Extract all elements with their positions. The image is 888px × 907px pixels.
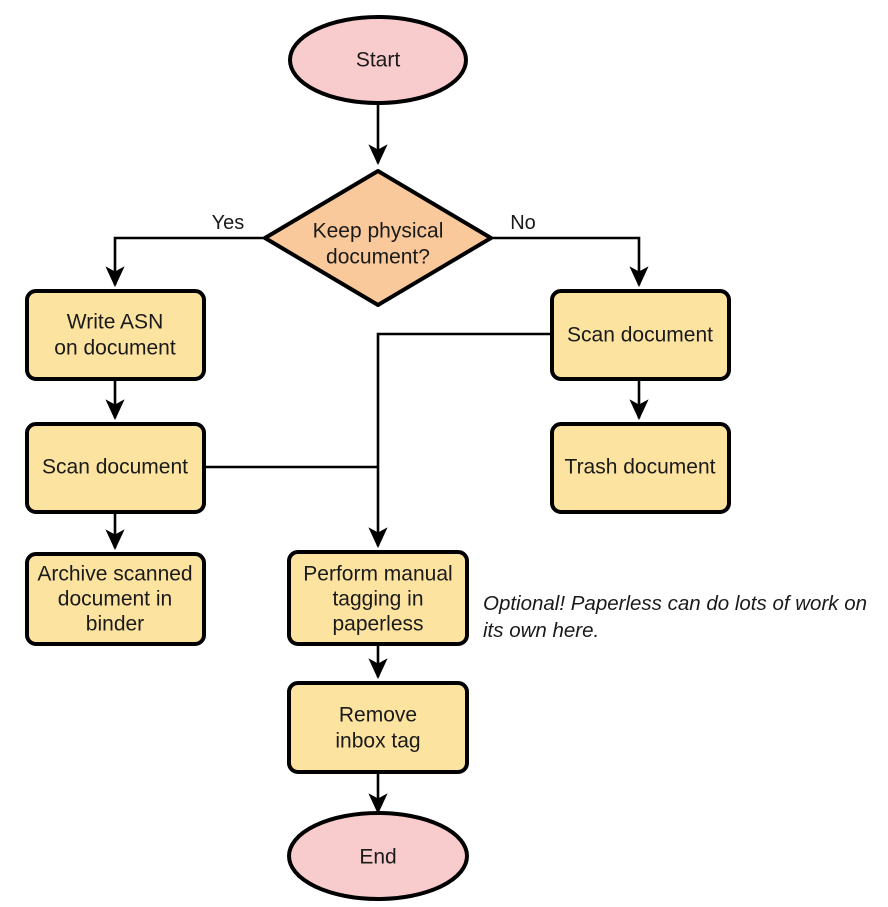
scan-document-right-box-shape <box>550 289 731 381</box>
trash-document-box-shape <box>550 422 731 514</box>
end-label: End <box>359 846 396 869</box>
node-scan-document-right[interactable]: Scan document <box>550 289 731 381</box>
remove-inbox-label-line1: Remove <box>339 704 417 727</box>
start-label: Start <box>356 49 401 72</box>
write-asn-label-line1: Write ASN <box>67 311 163 334</box>
remove-inbox-box-shape <box>287 681 469 774</box>
write-asn-label-line2: on document <box>54 337 176 360</box>
node-end[interactable]: End <box>287 811 469 901</box>
scan-document-left-label: Scan document <box>42 456 188 479</box>
edge-label-no: No <box>510 212 536 234</box>
node-archive-scanned-document[interactable]: Archive scanned document in binder <box>25 552 206 646</box>
node-write-asn-on-document[interactable]: Write ASN on document <box>25 289 206 381</box>
node-scan-document-left[interactable]: Scan document <box>25 422 206 514</box>
decision-label-line1: Keep physical <box>313 220 444 243</box>
trash-document-label: Trash document <box>565 456 716 479</box>
node-trash-document[interactable]: Trash document <box>550 422 731 514</box>
start-ellipse-shape <box>288 15 468 105</box>
edge-decision-yes-to-write-asn <box>105 236 264 288</box>
node-remove-inbox-tag[interactable]: Remove inbox tag <box>287 681 469 774</box>
scan-document-right-label: Scan document <box>567 324 713 347</box>
remove-inbox-label-line2: inbox tag <box>335 730 420 753</box>
node-decision-keep-physical-document[interactable]: Keep physical document? <box>263 169 493 307</box>
note-optional-paperless: Optional! Paperless can do lots of work … <box>483 592 867 642</box>
archive-box-shape <box>25 552 206 646</box>
archive-label-line1: Archive scanned <box>37 563 192 586</box>
edge-label-yes: Yes <box>212 212 245 234</box>
decision-diamond-shape <box>263 169 493 307</box>
scan-document-left-box-shape <box>25 422 206 514</box>
archive-label-line2: document in <box>58 588 172 611</box>
note-optional-line1: Optional! Paperless can do lots of work … <box>483 592 867 615</box>
edge-decision-no-to-scan-right <box>491 236 649 288</box>
end-ellipse-shape <box>287 811 469 901</box>
manual-tagging-label-line1: Perform manual <box>303 563 452 586</box>
manual-tagging-box-shape <box>287 550 469 646</box>
manual-tagging-label-line2: tagging in <box>332 588 423 611</box>
manual-tagging-label-line3: paperless <box>332 613 423 636</box>
archive-label-line3: binder <box>86 613 144 636</box>
decision-label-line2: document? <box>326 246 430 269</box>
node-start[interactable]: Start <box>288 15 468 105</box>
write-asn-box-shape <box>25 289 206 381</box>
note-optional-line2: its own here. <box>483 619 599 642</box>
edge-scan-right-to-manual-tagging <box>368 332 552 549</box>
node-perform-manual-tagging[interactable]: Perform manual tagging in paperless <box>287 550 469 646</box>
